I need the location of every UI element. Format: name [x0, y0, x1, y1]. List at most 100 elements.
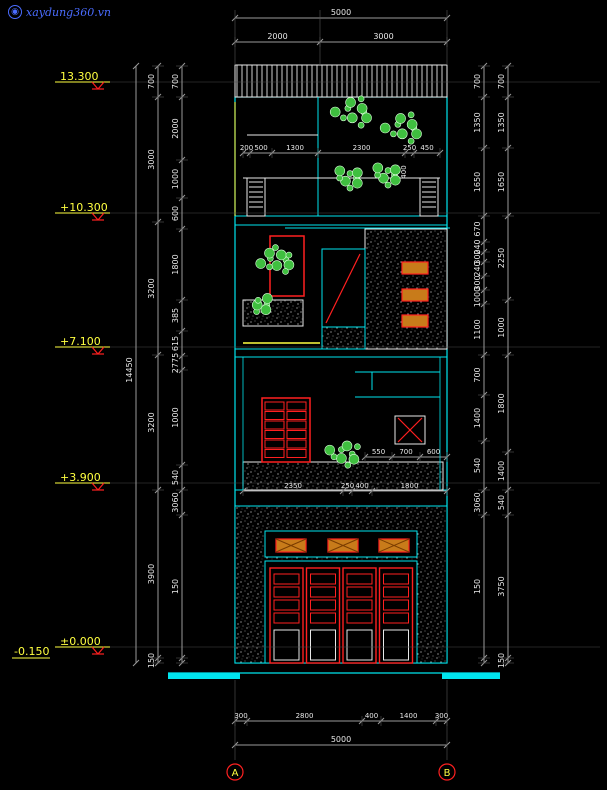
- dimension-label: 3000: [147, 149, 156, 169]
- dimension-label: 300: [473, 249, 482, 264]
- door-lower-panel: [310, 629, 336, 661]
- vent-hatch: [275, 538, 307, 553]
- dimension-label: 1000: [171, 169, 180, 189]
- plant-floor-4-a: [346, 184, 354, 192]
- level-marker-arrow: [91, 482, 99, 491]
- grid-axis-a-label: A: [232, 768, 239, 779]
- level-label: -0.150: [14, 645, 49, 658]
- dimension-label: 600: [427, 448, 440, 456]
- plant-floor-3-low: [262, 293, 273, 304]
- plant-roof-left: [345, 97, 356, 108]
- level-marker-arrow: [91, 81, 99, 90]
- dimension-label: 700: [473, 74, 482, 89]
- dimension-label: 3060: [171, 492, 180, 512]
- door-glass-pane: [383, 586, 409, 598]
- door-glass-pane: [346, 573, 373, 585]
- dimension-label: 3200: [147, 278, 156, 298]
- dimension-label: 1400: [400, 712, 418, 720]
- globe-icon: ◉: [8, 5, 22, 19]
- door-lower-panel: [383, 629, 409, 661]
- level-marker-arrow: [91, 346, 99, 355]
- window-floor-2: [394, 415, 426, 445]
- door-pane: [286, 411, 307, 420]
- door-pane: [286, 439, 307, 449]
- level-marker-arrow: [97, 482, 105, 491]
- door-glass-pane: [310, 599, 336, 611]
- level-marker-arrow: [91, 646, 99, 655]
- dimension-label: 5000: [331, 735, 351, 744]
- dimension-label: 1000: [473, 287, 482, 307]
- dimension-label: 1350: [473, 112, 482, 132]
- dimension-label: 400: [400, 165, 408, 178]
- plant-roof-right: [395, 113, 406, 124]
- plant-roof-left: [357, 95, 365, 103]
- plant-roof-right: [407, 111, 415, 119]
- plant-floor-4-a: [334, 165, 346, 177]
- plant-floor-2: [354, 443, 361, 451]
- door-pane: [286, 401, 307, 411]
- level-marker-arrow: [97, 646, 105, 655]
- plant-roof-left: [329, 106, 341, 118]
- dimension-label: 400: [365, 712, 378, 720]
- dimension-label: 1650: [497, 172, 506, 192]
- plant-floor-2: [348, 453, 360, 465]
- level-marker-arrow: [97, 212, 105, 221]
- wall-vent-2: [401, 288, 429, 302]
- door-pane: [264, 439, 285, 449]
- plant-roof-left: [357, 121, 365, 129]
- wall-vent-3: [401, 314, 429, 328]
- dimension-label: 1800: [401, 482, 419, 490]
- roof-parapet: [234, 64, 448, 98]
- dimension-label: 550: [372, 448, 385, 456]
- vent-hatch: [378, 538, 410, 553]
- dimension-label: 3060: [473, 492, 482, 512]
- dimension-tick: [132, 659, 140, 667]
- door-glass-pane: [346, 599, 373, 611]
- grid-axis-a-bubble: [226, 763, 244, 781]
- dimension-label: 150: [171, 579, 180, 594]
- plant-floor-2: [330, 453, 338, 461]
- door-pane: [264, 401, 285, 411]
- dimension-label: 250: [403, 144, 416, 152]
- grid-axis-b-bubble: [438, 763, 456, 781]
- level-marker-arrow: [97, 81, 105, 90]
- plant-roof-right: [396, 128, 408, 140]
- folding-door-leaf-4: [378, 567, 414, 664]
- door-pane: [264, 449, 285, 458]
- dimension-label: 615: [171, 336, 180, 351]
- dimension-label: 1000: [171, 407, 180, 427]
- door-pane: [286, 430, 307, 439]
- plant-floor-4-a: [352, 177, 363, 189]
- door-floor-2: [261, 397, 311, 463]
- plant-floor-2: [341, 440, 353, 452]
- dimension-label: 300: [473, 275, 482, 290]
- ground-base-right: [442, 673, 500, 679]
- dimension-label: 3000: [373, 32, 393, 41]
- plant-roof-right: [407, 137, 415, 145]
- plant-roof-right: [390, 130, 397, 138]
- watermark-text: xaydung360.vn: [26, 5, 112, 19]
- plant-roof-right: [406, 119, 418, 130]
- door-pane: [264, 411, 285, 420]
- dimension-label: 300: [234, 712, 247, 720]
- plant-floor-3: [271, 260, 283, 271]
- plant-floor-2: [336, 453, 347, 464]
- balcony-planter-3: [242, 299, 304, 327]
- door-glass-pane: [273, 573, 300, 585]
- door-glass-pane: [310, 573, 336, 585]
- door-glass-pane: [346, 586, 373, 598]
- door-glass-pane: [310, 612, 336, 624]
- folding-door-leaf-3: [342, 567, 377, 664]
- dimension-label: 1100: [473, 319, 482, 339]
- dimension-label: 2000: [267, 32, 287, 41]
- plant-floor-4-b: [384, 181, 392, 189]
- level-label: +7.100: [60, 335, 101, 348]
- dimension-label: 3200: [147, 412, 156, 432]
- dimension-label: 1000: [497, 317, 506, 337]
- plant-roof-left: [340, 114, 347, 122]
- dimension-label: 700: [497, 74, 506, 89]
- dimension-label: 540: [473, 458, 482, 473]
- level-label: ±0.000: [60, 635, 101, 648]
- plant-roof-left: [356, 103, 368, 114]
